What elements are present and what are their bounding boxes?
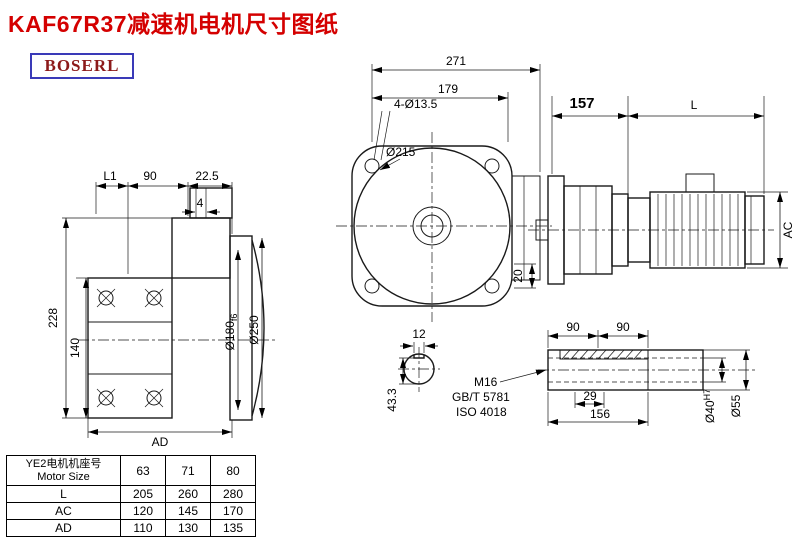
row-label-ad: AD: [6, 519, 121, 537]
table-row-ad: AD 110 130 135: [6, 519, 256, 537]
dim-flange-od: Ø250: [247, 315, 261, 345]
shaft-side-view: [538, 349, 758, 391]
dim-90-left: 90: [143, 169, 157, 183]
brand-logo: BOSERL: [30, 53, 134, 79]
dim-motor-length: L: [691, 98, 698, 112]
cell-ac-80: 170: [210, 502, 256, 520]
label-thread: M16: [474, 375, 498, 389]
dim-spigot-diameter: Ø180f6: [223, 314, 239, 351]
dim-140: 140: [68, 338, 82, 358]
cell-l-80: 280: [210, 485, 256, 503]
table-header-row: YE2电机机座号 Motor Size 63 71 80: [6, 455, 256, 486]
dim-group-top: 271 179 4-Ø13.5 Ø215: [371, 54, 541, 172]
dim-ad: AD: [152, 435, 169, 449]
dim-22-5: 22.5: [195, 169, 219, 183]
motor-size-header-cell: YE2电机机座号 Motor Size: [6, 455, 121, 486]
cell-l-71: 260: [165, 485, 211, 503]
dim-4: 4: [197, 196, 204, 210]
shaft-section-view: [398, 347, 440, 392]
motor-size-header-en: Motor Size: [37, 470, 90, 483]
dim-group-20: 20: [511, 263, 536, 289]
motor-size-table: YE2电机机座号 Motor Size 63 71 80 L 205 260 2…: [6, 455, 256, 537]
side-view: [528, 173, 774, 285]
dim-keyway-depth: 43.3: [385, 388, 399, 412]
dim-gearbox-to-motor: 157: [569, 95, 594, 112]
cell-ad-80: 135: [210, 519, 256, 537]
label-gbt-standard: GB/T 5781: [452, 390, 510, 404]
dim-shaft-step: 20: [511, 269, 525, 283]
dim-group-ac: AC: [747, 191, 795, 269]
motor-size-header-cn: YE2电机机座号: [25, 457, 102, 470]
cell-ac-63: 120: [120, 502, 166, 520]
dim-group-shaft: 90 90 M16 GB/T 5781 ISO 4018 29 156 Ø40H…: [452, 320, 750, 426]
dim-flange-diameter: Ø215: [386, 145, 416, 159]
cell-ac-71: 145: [165, 502, 211, 520]
dim-90-b: 90: [616, 320, 630, 334]
dim-hub-od: Ø55: [729, 394, 743, 417]
dim-228: 228: [46, 308, 60, 328]
front-view: [336, 132, 552, 322]
table-row-ac: AC 120 145 170: [6, 502, 256, 520]
dim-keyway-width: 12: [412, 327, 426, 341]
dim-156: 156: [590, 407, 610, 421]
cell-l-63: 205: [120, 485, 166, 503]
left-view: [78, 187, 278, 421]
dim-group-left: L1 90 22.5 4 228 140 Ø180f6 Ø250 AD: [46, 169, 265, 449]
dim-90-a: 90: [566, 320, 580, 334]
row-label-l: L: [6, 485, 121, 503]
table-row-l: L 205 260 280: [6, 485, 256, 503]
frame-size-63: 63: [120, 455, 166, 486]
dim-total-length: 271: [446, 54, 466, 68]
brand-logo-text: BOSERL: [44, 56, 120, 75]
page-title: KAF67R37减速机电机尺寸图纸: [8, 11, 339, 37]
row-label-ac: AC: [6, 502, 121, 520]
dim-l1: L1: [103, 169, 117, 183]
dim-group-right-top: 157 L: [551, 95, 765, 196]
cell-ad-71: 130: [165, 519, 211, 537]
dim-29: 29: [583, 389, 597, 403]
label-iso-standard: ISO 4018: [456, 405, 507, 419]
dim-group-section: 12 43.3: [385, 327, 438, 412]
dim-bolt-holes: 4-Ø13.5: [394, 97, 438, 111]
dim-bore-diameter: Ø40H7: [702, 389, 717, 423]
frame-size-80: 80: [210, 455, 256, 486]
dim-motor-diameter: AC: [781, 221, 795, 238]
dim-housing-length: 179: [438, 82, 458, 96]
cell-ad-63: 110: [120, 519, 166, 537]
frame-size-71: 71: [165, 455, 211, 486]
